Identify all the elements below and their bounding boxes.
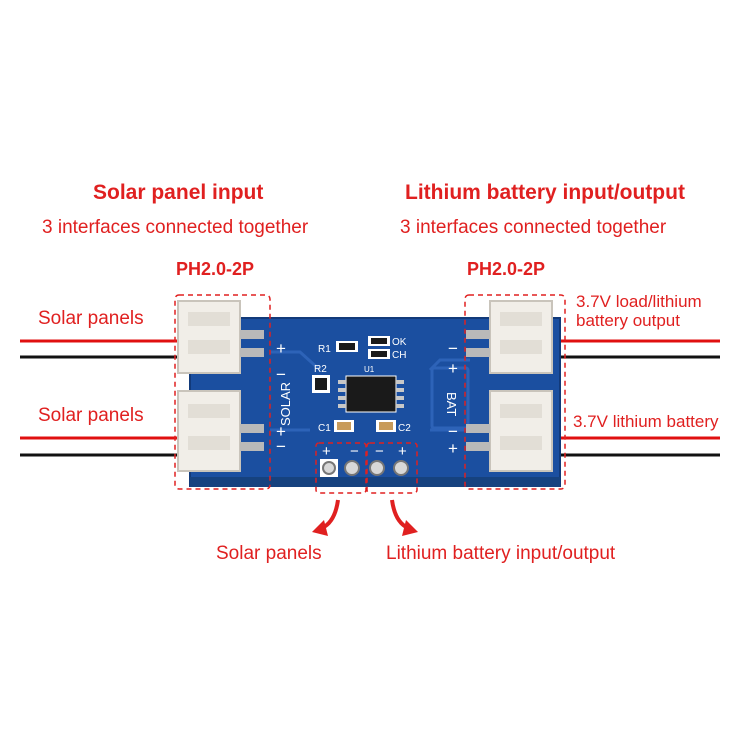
left-plus-top: + xyxy=(276,339,286,358)
highlight-boxes xyxy=(174,294,566,494)
right-connector-type: PH2.0-2P xyxy=(467,259,546,279)
left-plus-bottom: + xyxy=(276,422,286,441)
capacitor-c2: C2 xyxy=(376,420,411,434)
svg-text:U1: U1 xyxy=(364,365,375,374)
right-top-wire-label: 3.7V load/lithium battery output xyxy=(576,292,702,330)
right-plus-top: + xyxy=(448,359,458,378)
svg-text:−: − xyxy=(375,443,384,460)
capacitor-c1: C1 xyxy=(318,420,354,434)
right-bottom-wire-label: 3.7V lithium battery xyxy=(573,412,719,431)
resistor-r2: R2 xyxy=(312,364,330,393)
right-subtitle: 3 interfaces connected together xyxy=(400,217,667,238)
right-title: Lithium battery input/output xyxy=(405,181,685,204)
left-connector-top xyxy=(177,300,264,374)
chip-u1: U1 xyxy=(338,365,404,413)
arrow-battery-icon xyxy=(390,499,418,536)
svg-text:+: + xyxy=(322,443,331,460)
right-top-wire-label-line2: battery output xyxy=(576,311,680,330)
right-minus-top: − xyxy=(448,339,458,358)
svg-text:R1: R1 xyxy=(318,344,331,355)
right-wires xyxy=(560,339,720,457)
left-bottom-wire-label: Solar panels xyxy=(38,405,144,426)
left-connector-type: PH2.0-2P xyxy=(176,259,255,279)
left-wires xyxy=(20,339,180,457)
left-title: Solar panel input xyxy=(93,181,264,204)
svg-text:R2: R2 xyxy=(314,364,327,375)
right-connector-bottom xyxy=(466,390,553,472)
right-minus-bottom: − xyxy=(448,422,458,441)
solar-silk-label: SOLAR xyxy=(278,382,293,426)
arrow-solar-icon xyxy=(312,499,340,536)
led-ch: CH xyxy=(368,349,406,361)
bottom-solar-label: Solar panels xyxy=(216,543,322,564)
led-ok: OK xyxy=(368,336,407,348)
bat-silk-label: BAT xyxy=(444,392,459,416)
svg-text:C1: C1 xyxy=(318,423,331,434)
svg-text:OK: OK xyxy=(392,337,407,348)
pin-header: + − − + xyxy=(320,443,409,477)
left-minus-top: − xyxy=(276,365,286,384)
resistor-r1: R1 xyxy=(318,341,358,355)
right-connector-top xyxy=(466,300,553,374)
left-top-wire-label: Solar panels xyxy=(38,308,144,329)
left-minus-bottom: − xyxy=(276,437,286,456)
svg-text:+: + xyxy=(398,443,407,460)
bottom-battery-label: Lithium battery input/output xyxy=(386,543,616,564)
svg-text:−: − xyxy=(350,443,359,460)
right-plus-bottom: + xyxy=(448,439,458,458)
right-top-wire-label-line1: 3.7V load/lithium xyxy=(576,292,702,311)
pcb-traces xyxy=(270,350,470,432)
svg-text:C2: C2 xyxy=(398,423,411,434)
left-connector-bottom xyxy=(177,390,264,472)
left-subtitle: 3 interfaces connected together xyxy=(42,217,309,238)
svg-text:CH: CH xyxy=(392,350,406,361)
